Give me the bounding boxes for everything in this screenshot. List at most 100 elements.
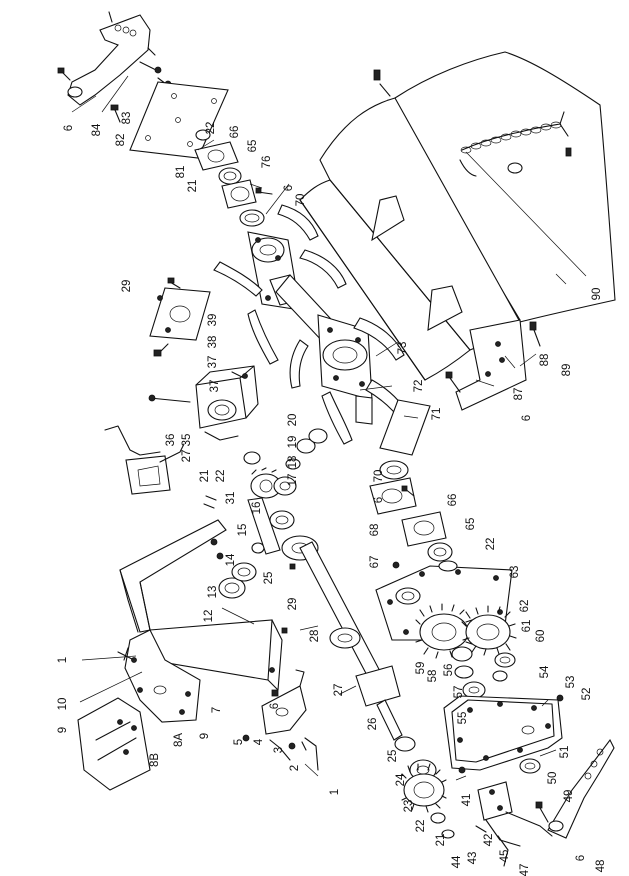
callout-52: 52	[581, 688, 593, 701]
callout-66-top: 66	[229, 126, 241, 139]
callout-8A: 8A	[173, 733, 185, 747]
callout-15: 15	[237, 524, 249, 537]
bearing-stack-top	[194, 129, 273, 227]
callout-41: 41	[461, 794, 473, 807]
hitch-bracket-48	[535, 738, 615, 839]
callout-16: 16	[251, 502, 263, 515]
callout-25-b: 25	[387, 750, 399, 763]
callout-73: 73	[397, 342, 409, 355]
callout-44: 44	[451, 855, 463, 868]
callout-10: 10	[57, 698, 69, 711]
bottom-linkage	[458, 758, 553, 867]
callout-27-b: 27	[333, 684, 345, 697]
callout-28: 28	[309, 630, 321, 643]
callout-6-f: 6	[521, 415, 533, 421]
callout-54: 54	[539, 665, 551, 678]
cover-8B	[77, 697, 151, 791]
callout-42: 42	[483, 834, 495, 847]
bolt-82	[110, 104, 121, 123]
lever-36	[104, 394, 191, 495]
callout-31: 31	[225, 492, 237, 505]
callout-72: 72	[413, 380, 425, 393]
drive-shaft-28	[281, 535, 416, 752]
callout-48: 48	[595, 860, 607, 873]
callout-51: 51	[559, 746, 571, 759]
leader-lines	[71, 75, 587, 781]
callout-4: 4	[253, 738, 265, 745]
link-rod-2-3	[269, 737, 319, 771]
callout-87: 87	[513, 388, 525, 401]
callout-59: 59	[415, 662, 427, 675]
hitch-bracket	[67, 11, 156, 106]
lever-handle-4	[242, 669, 307, 742]
callout-70-top: 70	[295, 194, 307, 207]
callout-21-mid: 21	[199, 470, 211, 483]
callout-3: 3	[273, 747, 285, 753]
callout-6-d: 6	[575, 855, 587, 861]
callout-58: 58	[427, 670, 439, 683]
callout-83: 83	[121, 112, 133, 125]
chain-90	[459, 111, 572, 177]
callout-23: 23	[403, 800, 415, 813]
callout-19: 19	[287, 436, 299, 449]
callout-62: 62	[519, 600, 531, 613]
callout-89: 89	[561, 364, 573, 377]
callout-29-mid: 29	[287, 598, 299, 611]
callout-61: 61	[521, 620, 533, 633]
gear-23-24	[401, 759, 455, 839]
callout-66-r: 66	[447, 494, 459, 507]
side-skid-71	[379, 399, 431, 456]
spur-gears-59-62	[415, 603, 517, 699]
rear-hood-89	[299, 51, 616, 381]
callout-17: 17	[287, 474, 299, 487]
callout-2: 2	[289, 765, 301, 771]
callout-39: 39	[207, 314, 219, 327]
callout-50: 50	[547, 772, 559, 785]
callout-76: 76	[261, 156, 273, 169]
pin-88	[529, 321, 541, 347]
callout-13: 13	[207, 586, 219, 599]
callout-27: 27	[181, 450, 193, 463]
callout-37-a: 37	[207, 356, 219, 369]
hood-brackets-87	[371, 195, 527, 411]
callout-6-c: 6	[269, 703, 281, 709]
callout-36: 36	[165, 434, 177, 447]
callout-9-a: 9	[57, 727, 69, 733]
callout-22-bot: 22	[415, 820, 427, 833]
callout-90: 90	[591, 288, 603, 301]
callout-6-b: 6	[283, 185, 295, 191]
callout-25-a: 25	[263, 572, 275, 585]
callout-38: 38	[207, 336, 219, 349]
callout-6-e: 6	[373, 497, 385, 503]
callout-84: 84	[91, 123, 103, 136]
callout-21-top: 21	[187, 180, 199, 193]
callout-63: 63	[509, 566, 521, 579]
callout-18: 18	[287, 456, 299, 469]
callout-29-top: 29	[121, 280, 133, 293]
callout-81: 81	[175, 166, 187, 179]
callout-21-bot: 21	[435, 834, 447, 847]
gearbox-bracket-39	[149, 277, 211, 357]
callout-14: 14	[225, 553, 237, 566]
callout-71: 71	[431, 408, 443, 421]
callout-12: 12	[203, 610, 215, 623]
callout-65-top: 65	[247, 140, 259, 153]
callout-43: 43	[467, 852, 479, 865]
callout-6-top: 6	[63, 125, 75, 131]
callout-8B: 8B	[149, 753, 161, 767]
callout-88: 88	[539, 354, 551, 367]
callout-5: 5	[233, 739, 245, 745]
rotor-center	[289, 314, 411, 445]
callout-70-r: 70	[373, 470, 385, 483]
side-cover-54	[443, 694, 564, 771]
callout-7: 7	[211, 707, 223, 713]
callout-22-r: 22	[485, 538, 497, 551]
callout-22-top: 22	[205, 122, 217, 135]
callout-65-r: 65	[465, 518, 477, 531]
bolt-6-top	[57, 67, 71, 81]
callout-56: 56	[443, 664, 455, 677]
callout-37-b: 37	[209, 380, 221, 393]
callout-22-mid: 22	[215, 470, 227, 483]
